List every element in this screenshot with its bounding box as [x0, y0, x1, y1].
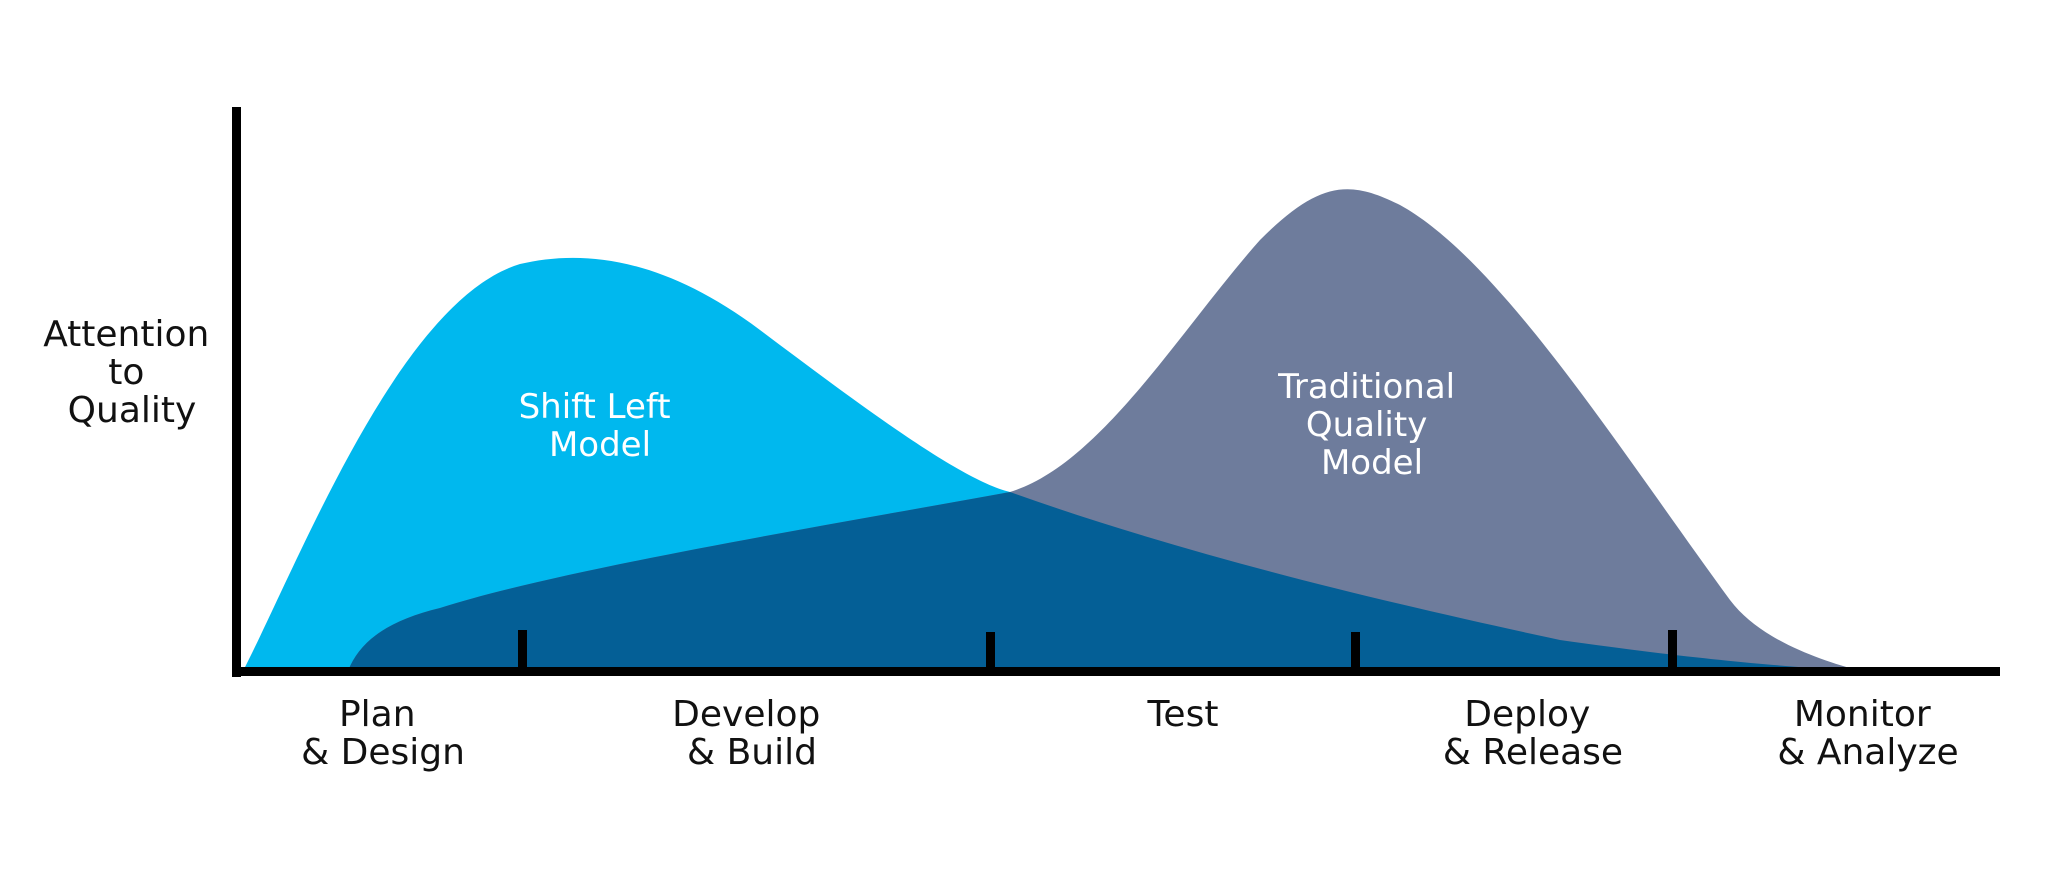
tick-1 — [518, 630, 527, 674]
y-axis — [232, 107, 241, 677]
y-axis-label-line-3: Quality — [68, 390, 197, 431]
stage-plan-line-2: & Design — [301, 732, 465, 773]
y-axis-label-line-2: to — [108, 352, 144, 393]
stage-plan-line-1: Plan — [339, 694, 416, 735]
stage-develop-line-2: & Build — [687, 732, 817, 773]
stage-develop-build: Develop & Build — [672, 694, 832, 773]
stage-deploy-line-2: & Release — [1443, 732, 1623, 773]
y-axis-label: Attention to Quality — [43, 314, 221, 431]
traditional-label: Traditional Quality Model — [1277, 367, 1466, 483]
traditional-label-line-2: Quality — [1306, 405, 1428, 445]
x-axis — [232, 667, 2000, 676]
stage-plan-design: Plan & Design — [301, 694, 465, 773]
stage-monitor-line-1: Monitor — [1794, 694, 1931, 735]
stage-monitor-line-2: & Analyze — [1777, 732, 1958, 773]
tick-2 — [986, 632, 995, 674]
traditional-label-line-1: Traditional — [1277, 367, 1455, 407]
tick-3 — [1351, 632, 1360, 674]
stage-develop-line-1: Develop — [672, 694, 820, 735]
y-axis-label-line-1: Attention — [43, 314, 209, 355]
shift-left-label-line-2: Model — [549, 425, 651, 465]
shift-left-label: Shift Left Model — [519, 387, 682, 465]
traditional-label-line-3: Model — [1321, 443, 1423, 483]
stage-deploy-release: Deploy & Release — [1443, 694, 1623, 773]
shift-left-label-line-1: Shift Left — [519, 387, 671, 427]
stage-test-line-1: Test — [1147, 694, 1219, 735]
tick-4 — [1668, 630, 1677, 674]
stage-test: Test — [1147, 694, 1219, 735]
stage-deploy-line-1: Deploy — [1464, 694, 1590, 735]
stage-monitor-analyze: Monitor & Analyze — [1777, 694, 1958, 773]
